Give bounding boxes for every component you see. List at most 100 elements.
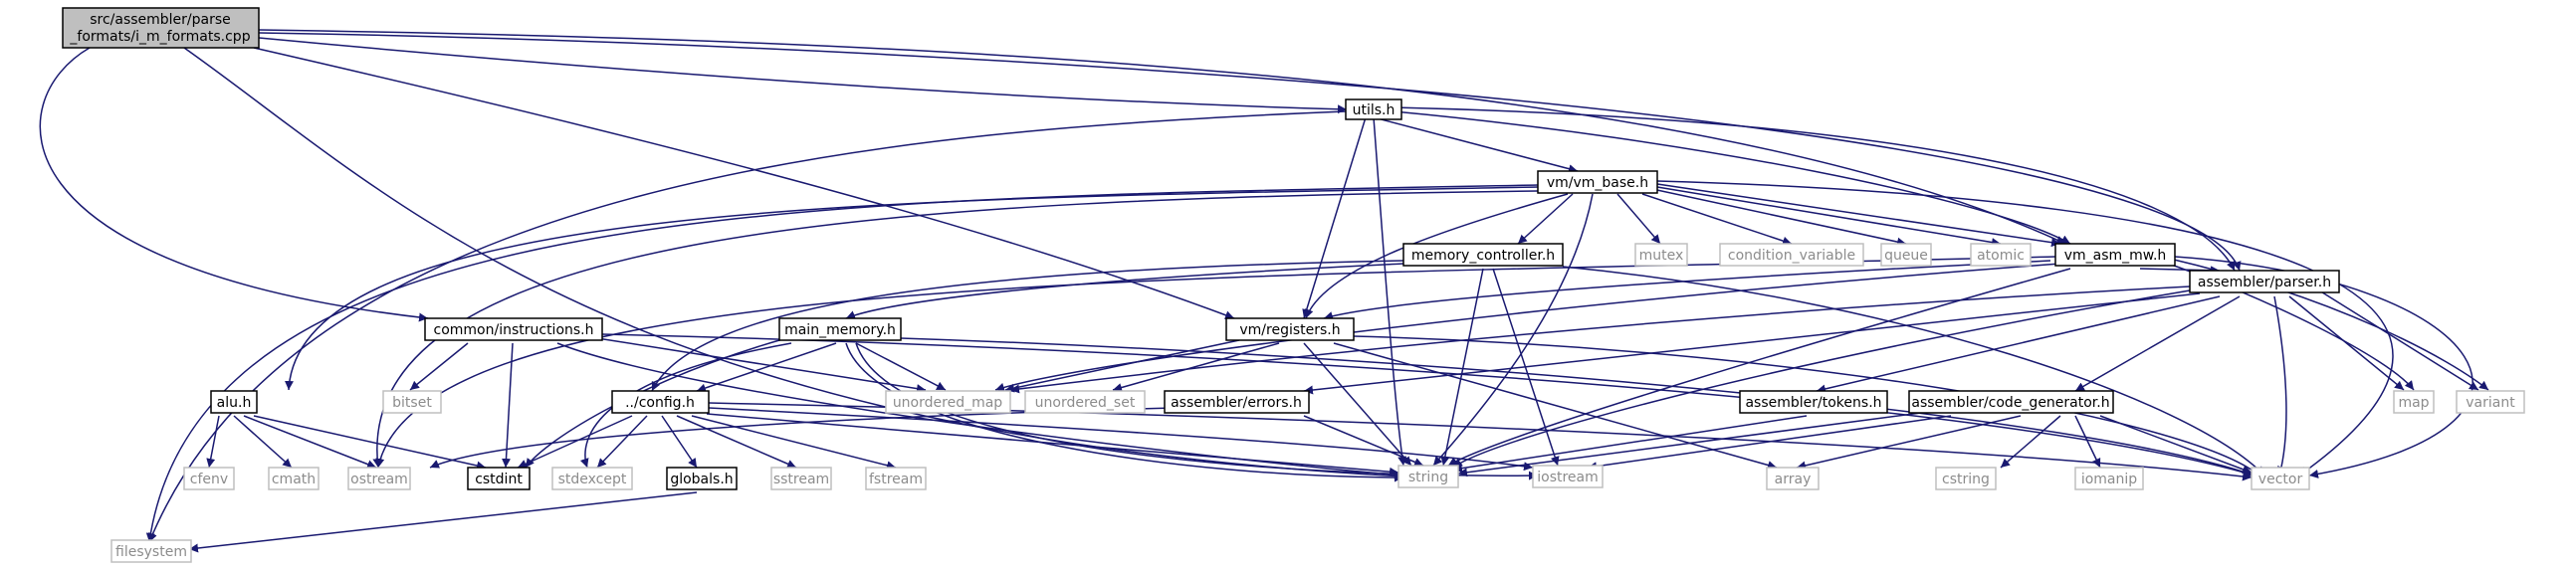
svg-text:iomanip: iomanip <box>2081 472 2137 487</box>
node-string[interactable]: string <box>1397 465 1459 488</box>
node-variant[interactable]: variant <box>2456 390 2525 414</box>
node-fstream[interactable]: fstream <box>865 467 927 490</box>
svg-text:queue: queue <box>1884 248 1928 264</box>
node-queue[interactable]: queue <box>1880 243 1932 267</box>
edge-alu-cmath <box>233 415 293 469</box>
node-bitset[interactable]: bitset <box>382 390 442 414</box>
svg-text:unordered_map: unordered_map <box>893 395 1002 411</box>
node-atomic[interactable]: atomic <box>1970 243 2032 267</box>
edge-memctrl-config <box>651 260 1404 392</box>
node-vm-registers[interactable]: vm/registers.h <box>1225 317 1355 341</box>
svg-text:sstream: sstream <box>773 472 829 487</box>
node-cmath[interactable]: cmath <box>268 467 320 490</box>
edge-vm-base-vm-asm-mw <box>1656 183 2061 248</box>
node-condition-variable[interactable]: condition_variable <box>1719 243 1864 267</box>
edge-vm-base-registers <box>1304 193 1569 319</box>
edge-config-string <box>706 413 1399 477</box>
node-array[interactable]: array <box>1766 467 1820 490</box>
node-filesystem[interactable]: filesystem <box>110 539 192 563</box>
svg-text:assembler/tokens.h: assembler/tokens.h <box>1745 395 1881 411</box>
edge-config-iostream <box>708 407 1534 472</box>
node-ostream[interactable]: ostream <box>347 467 411 490</box>
edge-vm-asm-mw-registers <box>1323 260 2051 320</box>
edge-parser-vector <box>2273 295 2287 477</box>
svg-text:main_memory.h: main_memory.h <box>784 322 896 338</box>
edge-vm-asm-mw-cstdint <box>375 256 2056 469</box>
edge-vm-asm-mw-string <box>1447 268 2071 467</box>
node-vm-asm-mw[interactable]: vm_asm_mw.h <box>2054 243 2176 267</box>
node-assembler-errors[interactable]: assembler/errors.h <box>1164 390 1310 414</box>
node-cstring[interactable]: cstring <box>1935 467 1997 490</box>
edge-main-memory-config <box>696 342 837 393</box>
edge-parser-tokens <box>1816 295 2221 394</box>
node-unordered-set[interactable]: unordered_set <box>1024 390 1146 414</box>
node-alu[interactable]: alu.h <box>210 390 258 414</box>
node-utils[interactable]: utils.h <box>1345 98 1402 120</box>
edge-parser-errors <box>1303 292 2201 395</box>
edge-codegen-cstring <box>2000 415 2061 469</box>
node-assembler-parser[interactable]: assembler/parser.h <box>2189 270 2340 293</box>
svg-text:fstream: fstream <box>869 472 923 487</box>
node-common-instructions[interactable]: common/instructions.h <box>424 317 603 341</box>
edge-root-vm-asm-mw <box>258 29 2066 245</box>
edge-tokens-string <box>1452 415 1808 474</box>
node-vm-base[interactable]: vm/vm_base.h <box>1537 170 1658 194</box>
edge-root-instructions <box>39 47 429 322</box>
edge-vm-base-mutex <box>1616 193 1661 245</box>
edge-main-memory-string <box>845 342 1404 482</box>
node-root-file[interactable]: src/assembler/parse _formats/i_m_formats… <box>62 7 260 49</box>
node-sstream[interactable]: sstream <box>770 467 832 490</box>
edge-errors-ostream <box>429 407 1176 469</box>
edge-config-fstream <box>691 415 897 471</box>
edge-utils-parser <box>1393 106 2236 272</box>
node-stdexcept[interactable]: stdexcept <box>551 467 633 490</box>
svg-text:iostream: iostream <box>1537 470 1599 485</box>
node-globals[interactable]: globals.h <box>666 467 738 490</box>
node-mutex[interactable]: mutex <box>1634 243 1688 267</box>
svg-text:alu.h: alu.h <box>217 395 252 411</box>
node-main-memory[interactable]: main_memory.h <box>778 317 902 341</box>
svg-text:cfenv: cfenv <box>190 472 228 487</box>
node-memory-controller[interactable]: memory_controller.h <box>1402 243 1564 267</box>
edge-memctrl-main-memory <box>845 263 1404 319</box>
svg-text:bitset: bitset <box>392 395 432 411</box>
edge-vm-base-vector <box>1656 180 2394 477</box>
edge-registers-array <box>1333 342 1778 470</box>
node-assembler-tokens[interactable]: assembler/tokens.h <box>1739 390 1888 414</box>
svg-text:ostream: ostream <box>350 472 408 487</box>
svg-text:mutex: mutex <box>1639 248 1684 264</box>
svg-text:cstdint: cstdint <box>475 472 523 487</box>
edge-instructions-unordered-map <box>596 337 927 394</box>
edge-main-memory-unordered-map <box>855 342 947 391</box>
node-iomanip[interactable]: iomanip <box>2074 467 2144 490</box>
node-unordered-map[interactable]: unordered_map <box>885 390 1011 414</box>
node-vector[interactable]: vector <box>2251 467 2310 490</box>
edge-registers-unordered-set <box>1112 342 1280 392</box>
svg-text:vector: vector <box>2258 472 2303 487</box>
node-map[interactable]: map <box>2393 390 2435 414</box>
edge-parser-map <box>2288 295 2405 391</box>
node-root-line1: src/assembler/parse <box>90 12 231 28</box>
node-root-line2: _formats/i_m_formats.cpp <box>69 29 250 45</box>
edge-instructions-bitset <box>409 342 469 391</box>
node-cfenv[interactable]: cfenv <box>183 467 235 490</box>
edge-vm-base-condvar <box>1641 193 1793 246</box>
edge-codegen-iostream <box>1587 415 1952 472</box>
node-iostream[interactable]: iostream <box>1532 465 1604 488</box>
svg-text:assembler/errors.h: assembler/errors.h <box>1171 395 1302 411</box>
node-cstdint[interactable]: cstdint <box>467 467 531 490</box>
edge-vm-asm-mw-unordered-map <box>994 263 2061 392</box>
edge-vm-base-queue <box>1651 188 1907 247</box>
svg-text:utils.h: utils.h <box>1353 102 1395 118</box>
edge-utils-vm-asm-mw <box>1393 110 2071 245</box>
node-config[interactable]: ../config.h <box>611 390 710 414</box>
edge-codegen-array <box>1796 415 2022 471</box>
edge-config-globals <box>661 415 698 469</box>
edge-vm-base-memctrl <box>1517 193 1574 245</box>
node-code-generator[interactable]: assembler/code_generator.h <box>1908 390 2114 414</box>
svg-text:vm_asm_mw.h: vm_asm_mw.h <box>2064 248 2167 264</box>
edge-utils-string <box>1373 116 1407 467</box>
edge-vm-base-cstdint <box>372 190 1539 469</box>
edge-errors-string <box>1303 415 1424 467</box>
